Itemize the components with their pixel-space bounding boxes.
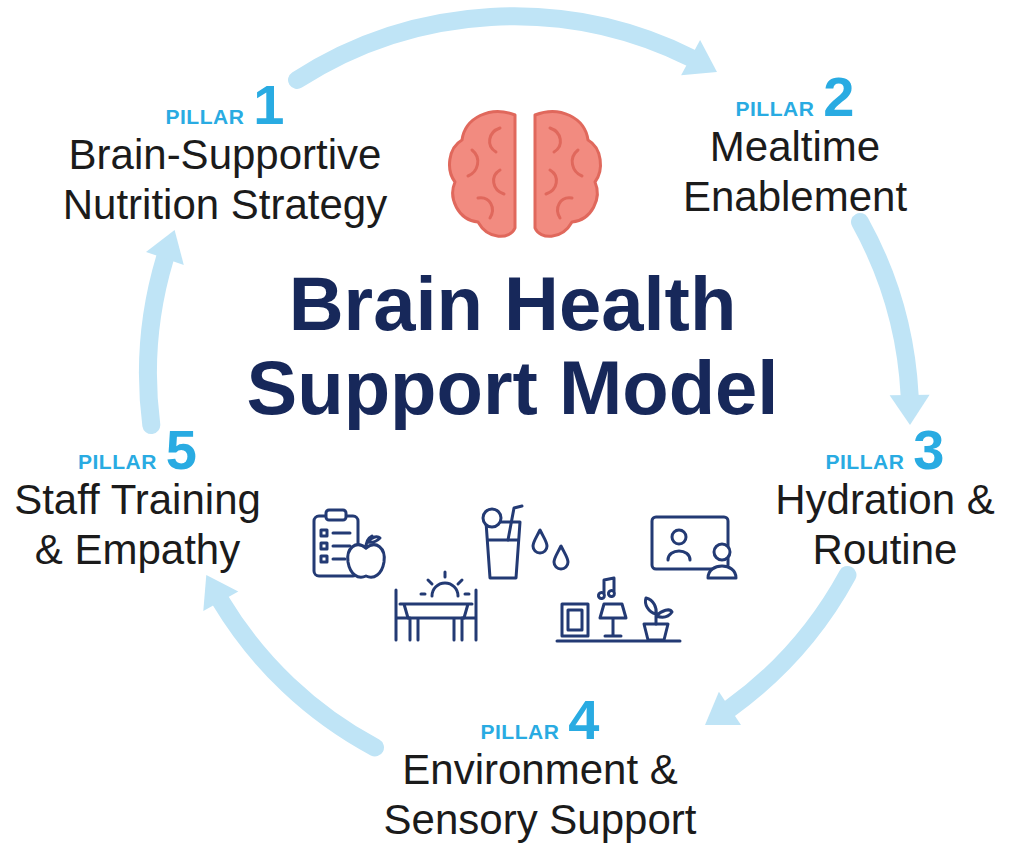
apple-icon: [348, 545, 385, 577]
arrow-head: [681, 40, 717, 75]
trainee-body: [708, 566, 736, 578]
glass-icon: [486, 522, 520, 578]
brain-right-hemisphere: [535, 112, 600, 237]
monitor-icon: [652, 517, 728, 569]
clipboard-clip: [326, 510, 346, 520]
pillar-number: 3: [913, 425, 944, 475]
pillar-heading: PILLAR5: [0, 425, 275, 475]
pillar-node: PILLAR4Environment & Sensory Support: [375, 695, 705, 845]
pillar-description: Staff Training & Empathy: [0, 475, 275, 575]
cycle-arrow: [297, 16, 717, 80]
chair-icon: [396, 590, 476, 640]
pillar-heading: PILLAR4: [375, 695, 705, 745]
music-notes: [598, 578, 614, 599]
arrow-shaft: [297, 16, 691, 80]
diagram-title: Brain Health Support Model: [200, 262, 825, 430]
monitor-person: [668, 551, 690, 560]
pillar-number: 2: [823, 72, 854, 122]
water-drop: [554, 546, 568, 569]
arrow-head: [203, 575, 238, 611]
brain-left-hemisphere: [450, 112, 515, 237]
pillar-number: 5: [166, 425, 197, 475]
arrow-shaft: [860, 222, 910, 395]
picture-frame: [562, 604, 588, 636]
arrow-head: [890, 395, 930, 425]
pillar-heading: PILLAR3: [760, 425, 1010, 475]
lemon-slice: [483, 509, 501, 527]
arrow-shaft: [148, 258, 165, 425]
arrow-head: [146, 230, 184, 265]
pillar-description: Brain-Supportive Nutrition Strategy: [45, 130, 405, 230]
apple-leaf: [366, 536, 380, 548]
water-drop: [533, 530, 547, 553]
pillar-description: Mealtime Enablement: [665, 122, 925, 222]
pillar-heading: PILLAR2: [665, 72, 925, 122]
cycle-arrow: [203, 575, 375, 748]
pillar-node: PILLAR1Brain-Supportive Nutrition Strate…: [45, 80, 405, 230]
brain-fold: [546, 128, 582, 218]
pillar-description: Hydration & Routine: [760, 475, 1010, 575]
cycle-arrow: [146, 230, 184, 425]
pillar-node: PILLAR2Mealtime Enablement: [665, 72, 925, 222]
icon-group: [314, 506, 736, 641]
checklist-lines: [321, 530, 350, 562]
brain-illustration: [450, 112, 601, 237]
plant-pot: [644, 624, 668, 640]
pillar-node: PILLAR3Hydration & Routine: [760, 425, 1010, 575]
plant-leaves: [645, 598, 672, 624]
straw-icon: [508, 506, 522, 540]
sun-icon: [421, 572, 469, 596]
cycle-arrow: [860, 222, 930, 425]
pillar-node: PILLAR5Staff Training & Empathy: [0, 425, 275, 575]
picture-inner: [568, 610, 582, 630]
trainee-head: [714, 544, 730, 560]
lamp-icon: [600, 604, 626, 636]
cycle-arrow: [705, 575, 848, 725]
arrow-head: [705, 692, 741, 725]
arrow-shaft: [730, 575, 848, 708]
monitor-person-head: [672, 530, 686, 544]
pillar-heading: PILLAR1: [45, 80, 405, 130]
arrow-shaft: [221, 601, 375, 747]
pillar-description: Environment & Sensory Support: [375, 745, 705, 845]
brain-fold: [468, 128, 504, 218]
pillar-number: 1: [253, 80, 284, 130]
pillar-number: 4: [568, 695, 599, 745]
